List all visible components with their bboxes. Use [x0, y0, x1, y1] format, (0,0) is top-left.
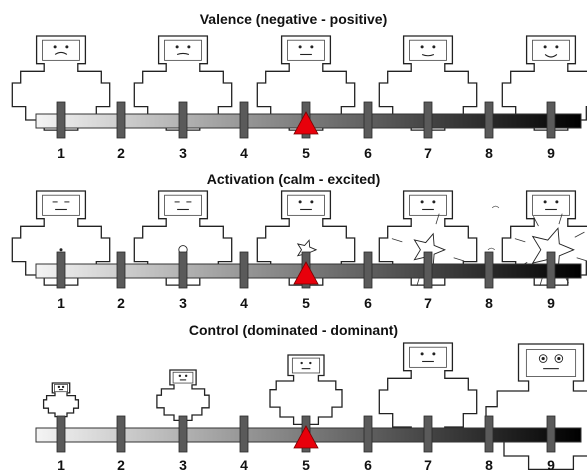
scale-number-6: 6	[364, 295, 372, 311]
scale-number-8: 8	[485, 295, 493, 311]
scale-tick	[178, 101, 188, 139]
sam-valence-3-icon	[133, 35, 233, 131]
scale-tick	[56, 251, 66, 289]
scale-tick	[363, 415, 373, 453]
scale-number-7: 7	[424, 145, 432, 161]
sam-arousal-1-icon	[11, 190, 111, 286]
sam-valence-9-icon	[501, 35, 587, 131]
scale-number-8: 8	[485, 457, 493, 471]
scale-number-1: 1	[57, 295, 65, 311]
scale-number-1: 1	[57, 145, 65, 161]
scale-tick	[423, 101, 433, 139]
scale-number-7: 7	[424, 295, 432, 311]
scale-tick	[116, 415, 126, 453]
scale-bar-dominance: 1 2 3 4 5 6 7 8 9	[35, 415, 582, 471]
scale-tick	[423, 415, 433, 453]
scale-number-3: 3	[179, 295, 187, 311]
scale-number-5: 5	[302, 295, 310, 311]
sam-dominance-7-icon	[378, 342, 478, 438]
scale-number-4: 4	[240, 295, 248, 311]
scale-number-6: 6	[364, 457, 372, 471]
scale-tick	[546, 415, 556, 453]
scale-tick	[484, 101, 494, 139]
scale-number-9: 9	[547, 457, 555, 471]
scale-tick	[178, 251, 188, 289]
scale-tick	[56, 101, 66, 139]
sam-dominance-5-icon	[269, 354, 343, 426]
scale-tick	[178, 415, 188, 453]
sam-arousal-9-icon	[487, 190, 587, 287]
sam-valence-1-icon	[11, 35, 111, 131]
scale-tick	[239, 251, 249, 289]
scale-tick	[239, 415, 249, 453]
sam-valence-7-icon	[378, 35, 478, 131]
activation-title: Activation (calm - excited)	[206, 171, 381, 187]
scale-number-9: 9	[547, 295, 555, 311]
scale-number-5: 5	[302, 457, 310, 471]
scale-tick	[484, 251, 494, 289]
scale-tick	[239, 101, 249, 139]
scale-number-2: 2	[117, 457, 125, 471]
scale-number-4: 4	[240, 457, 248, 471]
scale-number-8: 8	[485, 145, 493, 161]
scale-tick	[116, 251, 126, 289]
scale-number-7: 7	[424, 457, 432, 471]
sam-dominance-3-icon	[156, 369, 210, 422]
sam-dominance-9-icon	[485, 343, 587, 471]
valence-title: Valence (negative - positive)	[199, 11, 388, 27]
sam-arousal-3-icon	[133, 190, 233, 286]
scale-tick	[546, 101, 556, 139]
sam-dominance-1-icon	[42, 382, 80, 418]
scale-number-4: 4	[240, 145, 248, 161]
scale-number-6: 6	[364, 145, 372, 161]
scale-number-3: 3	[179, 457, 187, 471]
scale-bar-arousal: 1 2 3 4 5 6 7 8 9	[35, 251, 582, 311]
scale-tick	[56, 415, 66, 453]
scale-tick	[116, 101, 126, 139]
sam-arousal-7-icon	[378, 190, 478, 287]
scale-tick	[484, 415, 494, 453]
scale-number-3: 3	[179, 145, 187, 161]
sam-valence-5-icon	[256, 35, 356, 131]
scale-tick	[423, 251, 433, 289]
scale-number-1: 1	[57, 457, 65, 471]
sam-arousal-5-icon	[256, 190, 356, 286]
control-title: Control (dominated - dominant)	[188, 322, 399, 338]
scale-tick	[363, 101, 373, 139]
scale-tick	[363, 251, 373, 289]
scale-number-5: 5	[302, 145, 310, 161]
scale-number-2: 2	[117, 145, 125, 161]
scale-bar-valence: 1 2 3 4 5 6 7 8 9	[35, 101, 582, 161]
scale-tick	[546, 251, 556, 289]
scale-number-9: 9	[547, 145, 555, 161]
scale-number-2: 2	[117, 295, 125, 311]
scale-marker-triangle	[293, 111, 319, 135]
scale-marker-triangle	[293, 261, 319, 285]
scale-marker-triangle	[293, 425, 319, 449]
